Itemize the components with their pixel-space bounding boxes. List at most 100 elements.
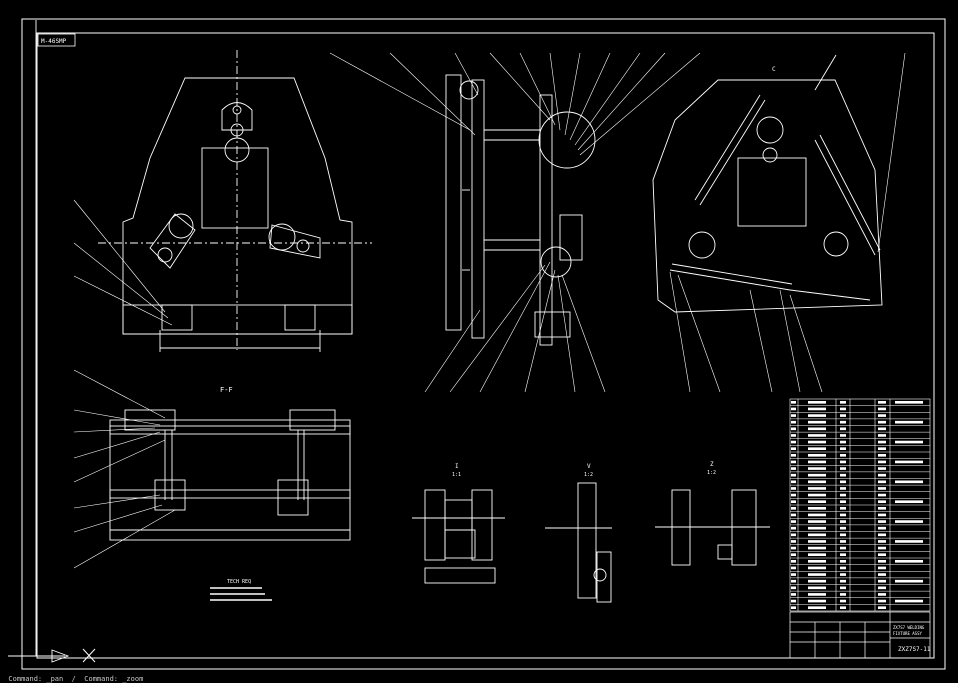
ucs-icon <box>8 20 70 663</box>
section-z-caption: 1:2 <box>707 470 716 476</box>
bom-cell-text <box>791 540 796 543</box>
bom-cell-text <box>808 493 826 497</box>
bom-cell-text <box>791 434 796 437</box>
tech-notes-title: TECH REQ <box>227 579 251 585</box>
bom-cell-text <box>808 546 826 550</box>
bom-cell-text <box>808 606 826 610</box>
section-i-label: I <box>455 463 459 470</box>
section-ff-leaders <box>73 369 176 569</box>
bom-cell-text <box>878 586 886 590</box>
drawing-number: ZXZ7S7-11 <box>898 646 931 653</box>
bom-cell-text <box>791 506 796 510</box>
section-v-caption: 1:2 <box>584 472 593 478</box>
bom-cell-text <box>878 427 886 431</box>
rear-view-leaders <box>669 52 906 393</box>
corner-tag-text: M-46SMP <box>41 38 67 45</box>
bom-cell-text <box>840 440 846 444</box>
bom-cell-text <box>895 559 923 563</box>
bom-cell-text <box>878 559 886 563</box>
bom-cell-text <box>808 599 826 603</box>
bom-cell-text <box>791 606 796 610</box>
bom-cell-text <box>840 434 846 437</box>
bom-cell-text <box>791 599 796 603</box>
bom-cell-text <box>808 593 826 596</box>
title-block-name-line2: FIXTURE ASSY <box>893 631 922 636</box>
section-v-view <box>545 482 612 603</box>
bill-of-materials-table <box>789 398 931 612</box>
bom-cell-text <box>791 513 796 517</box>
bom-cell-text <box>808 500 826 504</box>
section-i-caption: 1:1 <box>452 472 461 478</box>
bom-cell-text <box>808 480 826 484</box>
bom-cell-text <box>895 500 923 504</box>
bom-cell-text <box>808 553 826 557</box>
bom-cell-text <box>878 487 886 490</box>
bom-cell-text <box>840 480 846 484</box>
bom-cell-text <box>840 586 846 590</box>
command-line[interactable]: Command: _pan / Command: _zoom <box>0 675 958 683</box>
bom-cell-text <box>791 453 796 457</box>
bom-cell-text <box>895 599 923 603</box>
front-view <box>98 50 372 352</box>
side-view <box>445 74 596 346</box>
bom-cell-text <box>791 546 796 550</box>
bom-cell-text <box>808 414 826 417</box>
bom-cell-text <box>878 513 886 517</box>
bom-cell-text <box>808 579 826 583</box>
bom-cell-text <box>808 427 826 431</box>
bom-cell-text <box>878 400 886 404</box>
bom-cell-text <box>791 553 796 557</box>
bom-cell-text <box>895 540 923 543</box>
section-z-view <box>655 489 770 566</box>
title-block-name-line1: ZX7S7 WELDING <box>893 625 925 630</box>
drawing-frame <box>21 18 946 670</box>
bom-cell-text <box>791 414 796 417</box>
bom-cell-text <box>808 513 826 517</box>
bom-cell-text <box>791 447 796 451</box>
bom-cell-text <box>808 540 826 543</box>
bom-cell-text <box>840 414 846 417</box>
bom-cell-text <box>840 520 846 523</box>
bom-cell-text <box>878 420 886 424</box>
bom-cell-text <box>791 480 796 484</box>
section-i-view <box>412 489 505 584</box>
bom-cell-text <box>840 447 846 451</box>
bom-cell-text <box>878 453 886 457</box>
section-z-label: Z <box>710 461 714 468</box>
bom-cell-text <box>840 513 846 517</box>
bom-cell-text <box>878 407 886 411</box>
corner-tag: M-46SMP <box>37 33 76 47</box>
bom-cell-text <box>791 593 796 596</box>
bom-cell-text <box>808 420 826 424</box>
bom-cell-text <box>840 400 846 404</box>
bom-cell-text <box>808 460 826 464</box>
bom-cell-text <box>840 487 846 490</box>
front-view-leaders <box>73 199 173 326</box>
bom-cell-text <box>791 520 796 523</box>
bom-cell-text <box>840 546 846 550</box>
bom-cell-text <box>808 453 826 457</box>
bom-cell-text <box>808 506 826 510</box>
rear-view <box>652 54 883 313</box>
rear-view-detail-marker: C <box>772 66 776 73</box>
bom-cell-text <box>808 400 826 404</box>
bom-cell-text <box>895 520 923 523</box>
bom-cell-text <box>840 407 846 411</box>
bom-cell-text <box>808 473 826 477</box>
bom-cell-text <box>808 434 826 437</box>
bom-cell-text <box>878 440 886 444</box>
bom-cell-text <box>895 480 923 484</box>
title-block <box>789 611 931 659</box>
bom-cell-text <box>840 500 846 504</box>
bom-cell-text <box>840 553 846 557</box>
bom-cell-text <box>878 553 886 557</box>
bom-cell-text <box>791 427 796 431</box>
bom-cell-text <box>791 420 796 424</box>
bom-cell-text <box>840 467 846 470</box>
bom-cell-text <box>840 506 846 510</box>
bom-cell-text <box>878 460 886 464</box>
bom-cell-text <box>808 447 826 451</box>
bom-cell-text <box>791 559 796 563</box>
bom-cell-text <box>791 407 796 411</box>
